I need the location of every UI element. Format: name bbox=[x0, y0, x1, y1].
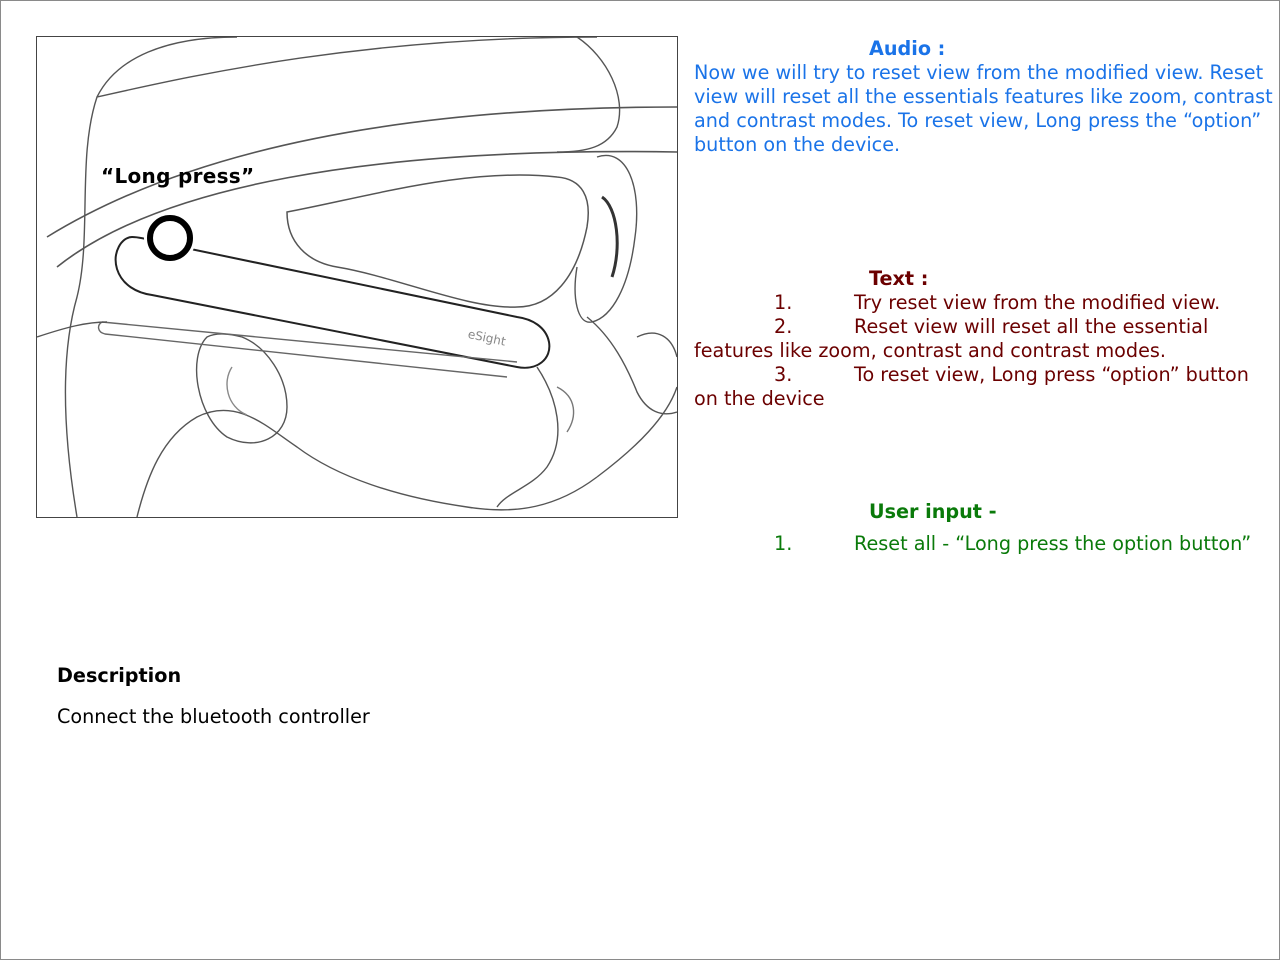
text-item-number: 1. bbox=[774, 291, 793, 314]
user-input-number: 1. bbox=[774, 532, 793, 555]
description-section: Description Connect the bluetooth contro… bbox=[57, 664, 370, 728]
text-section: Text : 1. Try reset view from the modifie… bbox=[694, 267, 1274, 411]
audio-section: Audio : Now we will try to reset view fr… bbox=[694, 37, 1274, 157]
audio-title: Audio : bbox=[869, 37, 946, 60]
long-press-callout: “Long press” bbox=[101, 164, 255, 188]
device-illustration: eSight “Long press” bbox=[36, 36, 678, 518]
audio-body: Now we will try to reset view from the m… bbox=[694, 61, 1273, 156]
text-list-item: 1. Try reset view from the modified view. bbox=[694, 291, 1274, 315]
user-input-title: User input - bbox=[869, 500, 997, 523]
description-body: Connect the bluetooth controller bbox=[57, 705, 370, 728]
user-input-text: Reset all - “Long press the option butto… bbox=[854, 532, 1252, 555]
narration-panel: Audio : Now we will try to reset view fr… bbox=[694, 37, 1274, 555]
text-item-text: To reset view, Long press “option” butto… bbox=[694, 363, 1249, 410]
headset-sketch: eSight bbox=[37, 37, 677, 517]
text-item-number: 3. bbox=[774, 363, 793, 386]
text-item-text: Reset view will reset all the essential … bbox=[694, 315, 1209, 362]
text-list-item: 2.Reset view will reset all the essentia… bbox=[694, 315, 1274, 363]
user-input-item: 1. Reset all - “Long press the option but… bbox=[694, 532, 1274, 556]
text-item-number: 2. bbox=[774, 315, 793, 338]
text-item-text: Try reset view from the modified view. bbox=[854, 291, 1221, 314]
user-input-section: User input - 1. Reset all - “Long press t… bbox=[694, 500, 1274, 556]
option-button-marker[interactable] bbox=[147, 215, 193, 261]
device-brand-text: eSight bbox=[467, 327, 508, 349]
text-list-item: 3.To reset view, Long press “option” but… bbox=[694, 363, 1274, 411]
text-title: Text : bbox=[869, 267, 929, 290]
description-title: Description bbox=[57, 664, 182, 687]
